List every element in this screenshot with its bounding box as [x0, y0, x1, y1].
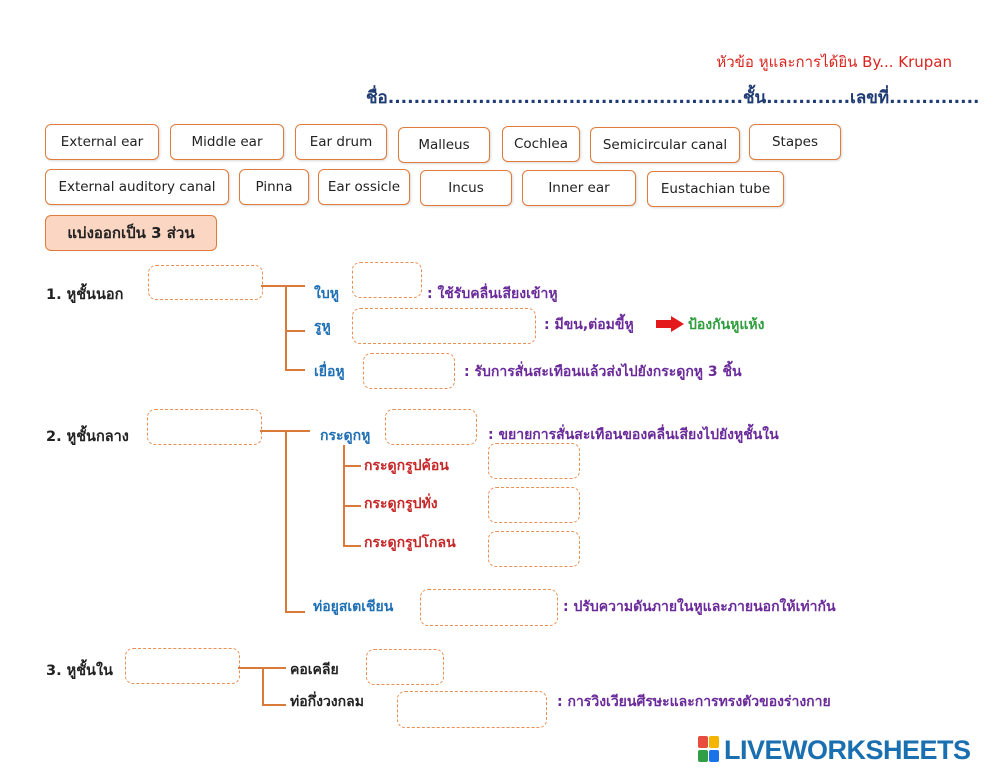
word-chip-external-auditory-canal[interactable]: External auditory canal [45, 169, 229, 205]
incus-label: กระดูกรูปทั่ง [364, 496, 438, 512]
malleus-label: กระดูกรูปค้อน [364, 458, 449, 474]
outer-ear-answer-blank[interactable] [148, 265, 263, 300]
ear-drum-description: : รับการสั่นสะเทือนแล้วส่งไปยังกระดูกหู … [464, 364, 742, 380]
malleus-answer-blank[interactable] [488, 443, 580, 479]
eustachian-answer-blank[interactable] [420, 589, 558, 626]
ear-canal-label: รูหู [314, 319, 331, 335]
word-chip-ear-drum[interactable]: Ear drum [295, 124, 387, 160]
ear-canal-result: ป้องกันหูแห้ง [688, 317, 765, 333]
stapes-answer-blank[interactable] [488, 531, 580, 567]
connector-line [343, 545, 361, 547]
eustachian-label: ท่อยูสเตเชียน [313, 599, 394, 615]
stapes-label: กระดูกรูปโกลน [364, 535, 456, 551]
right-arrow-icon [656, 316, 684, 332]
connector-line [285, 330, 305, 332]
cochlea-answer-blank[interactable] [366, 649, 444, 685]
connector-line [343, 445, 345, 546]
connector-line [262, 667, 286, 669]
ossicle-label: กระดูกหู [320, 428, 371, 444]
pinna-answer-blank[interactable] [352, 262, 422, 298]
word-chip-cochlea[interactable]: Cochlea [502, 126, 580, 162]
word-chip-external-ear[interactable]: External ear [45, 124, 159, 160]
connector-line [285, 611, 305, 613]
inner-ear-answer-blank[interactable] [125, 648, 240, 684]
semicircular-label: ท่อกึ่งวงกลม [290, 694, 364, 710]
word-chip-stapes[interactable]: Stapes [749, 124, 841, 160]
worksheet-title: หัวข้อ หูและการได้ยิน By... Krupan [716, 53, 952, 71]
word-chip-middle-ear[interactable]: Middle ear [170, 124, 284, 160]
word-chip-semicircular-canal[interactable]: Semicircular canal [590, 127, 740, 163]
connector-line [262, 667, 264, 705]
word-chip-ear-ossicle[interactable]: Ear ossicle [318, 169, 410, 205]
connector-line [285, 285, 287, 370]
pinna-description: : ใช้รับคลื่นเสียงเข้าหู [427, 286, 558, 302]
outer-ear-label: 1. หูชั้นนอก [46, 287, 124, 303]
middle-ear-answer-blank[interactable] [147, 409, 262, 445]
student-info-line: ชื่อ....................................… [366, 88, 980, 108]
liveworksheets-logo-icon [698, 736, 720, 764]
connector-line [285, 430, 287, 612]
connector-line [238, 667, 263, 669]
word-chip-pinna[interactable]: Pinna [239, 169, 309, 205]
three-parts-header: แบ่งออกเป็น 3 ส่วน [45, 215, 217, 251]
pinna-label: ใบหู [314, 286, 339, 302]
ossicle-answer-blank[interactable] [385, 409, 477, 445]
connector-line [262, 704, 286, 706]
cochlea-label: คอเคลีย [290, 662, 339, 678]
ear-canal-answer-blank[interactable] [352, 308, 536, 344]
inner-ear-label: 3. หูชั้นใน [46, 663, 113, 679]
ear-canal-description: : มีขน,ต่อมขี้หู [544, 317, 634, 333]
word-chip-eustachian-tube[interactable]: Eustachian tube [647, 171, 784, 207]
connector-line [343, 465, 361, 467]
word-chip-inner-ear[interactable]: Inner ear [522, 170, 636, 206]
incus-answer-blank[interactable] [488, 487, 580, 523]
liveworksheets-logo: LIVEWORKSHEETS [698, 733, 971, 767]
logo-text: LIVEWORKSHEETS [724, 734, 971, 765]
eustachian-description: : ปรับความดันภายในหูและภายนอกให้เท่ากัน [563, 599, 836, 615]
connector-line [285, 285, 305, 287]
ear-drum-answer-blank[interactable] [363, 353, 455, 389]
ossicle-description: : ขยายการสั่นสะเทือนของคลื่นเสียงไปยังหู… [488, 427, 779, 443]
connector-line [285, 369, 305, 371]
word-chip-malleus[interactable]: Malleus [398, 127, 490, 163]
semicircular-description: : การวิงเวียนศีรษะและการทรงตัวของร่างกาย [557, 694, 831, 710]
connector-line [343, 505, 361, 507]
middle-ear-label: 2. หูชั้นกลาง [46, 429, 129, 445]
connector-line [261, 285, 285, 287]
word-chip-incus[interactable]: Incus [420, 170, 512, 206]
ear-drum-label: เยื่อหู [314, 364, 345, 380]
semicircular-answer-blank[interactable] [397, 691, 547, 728]
